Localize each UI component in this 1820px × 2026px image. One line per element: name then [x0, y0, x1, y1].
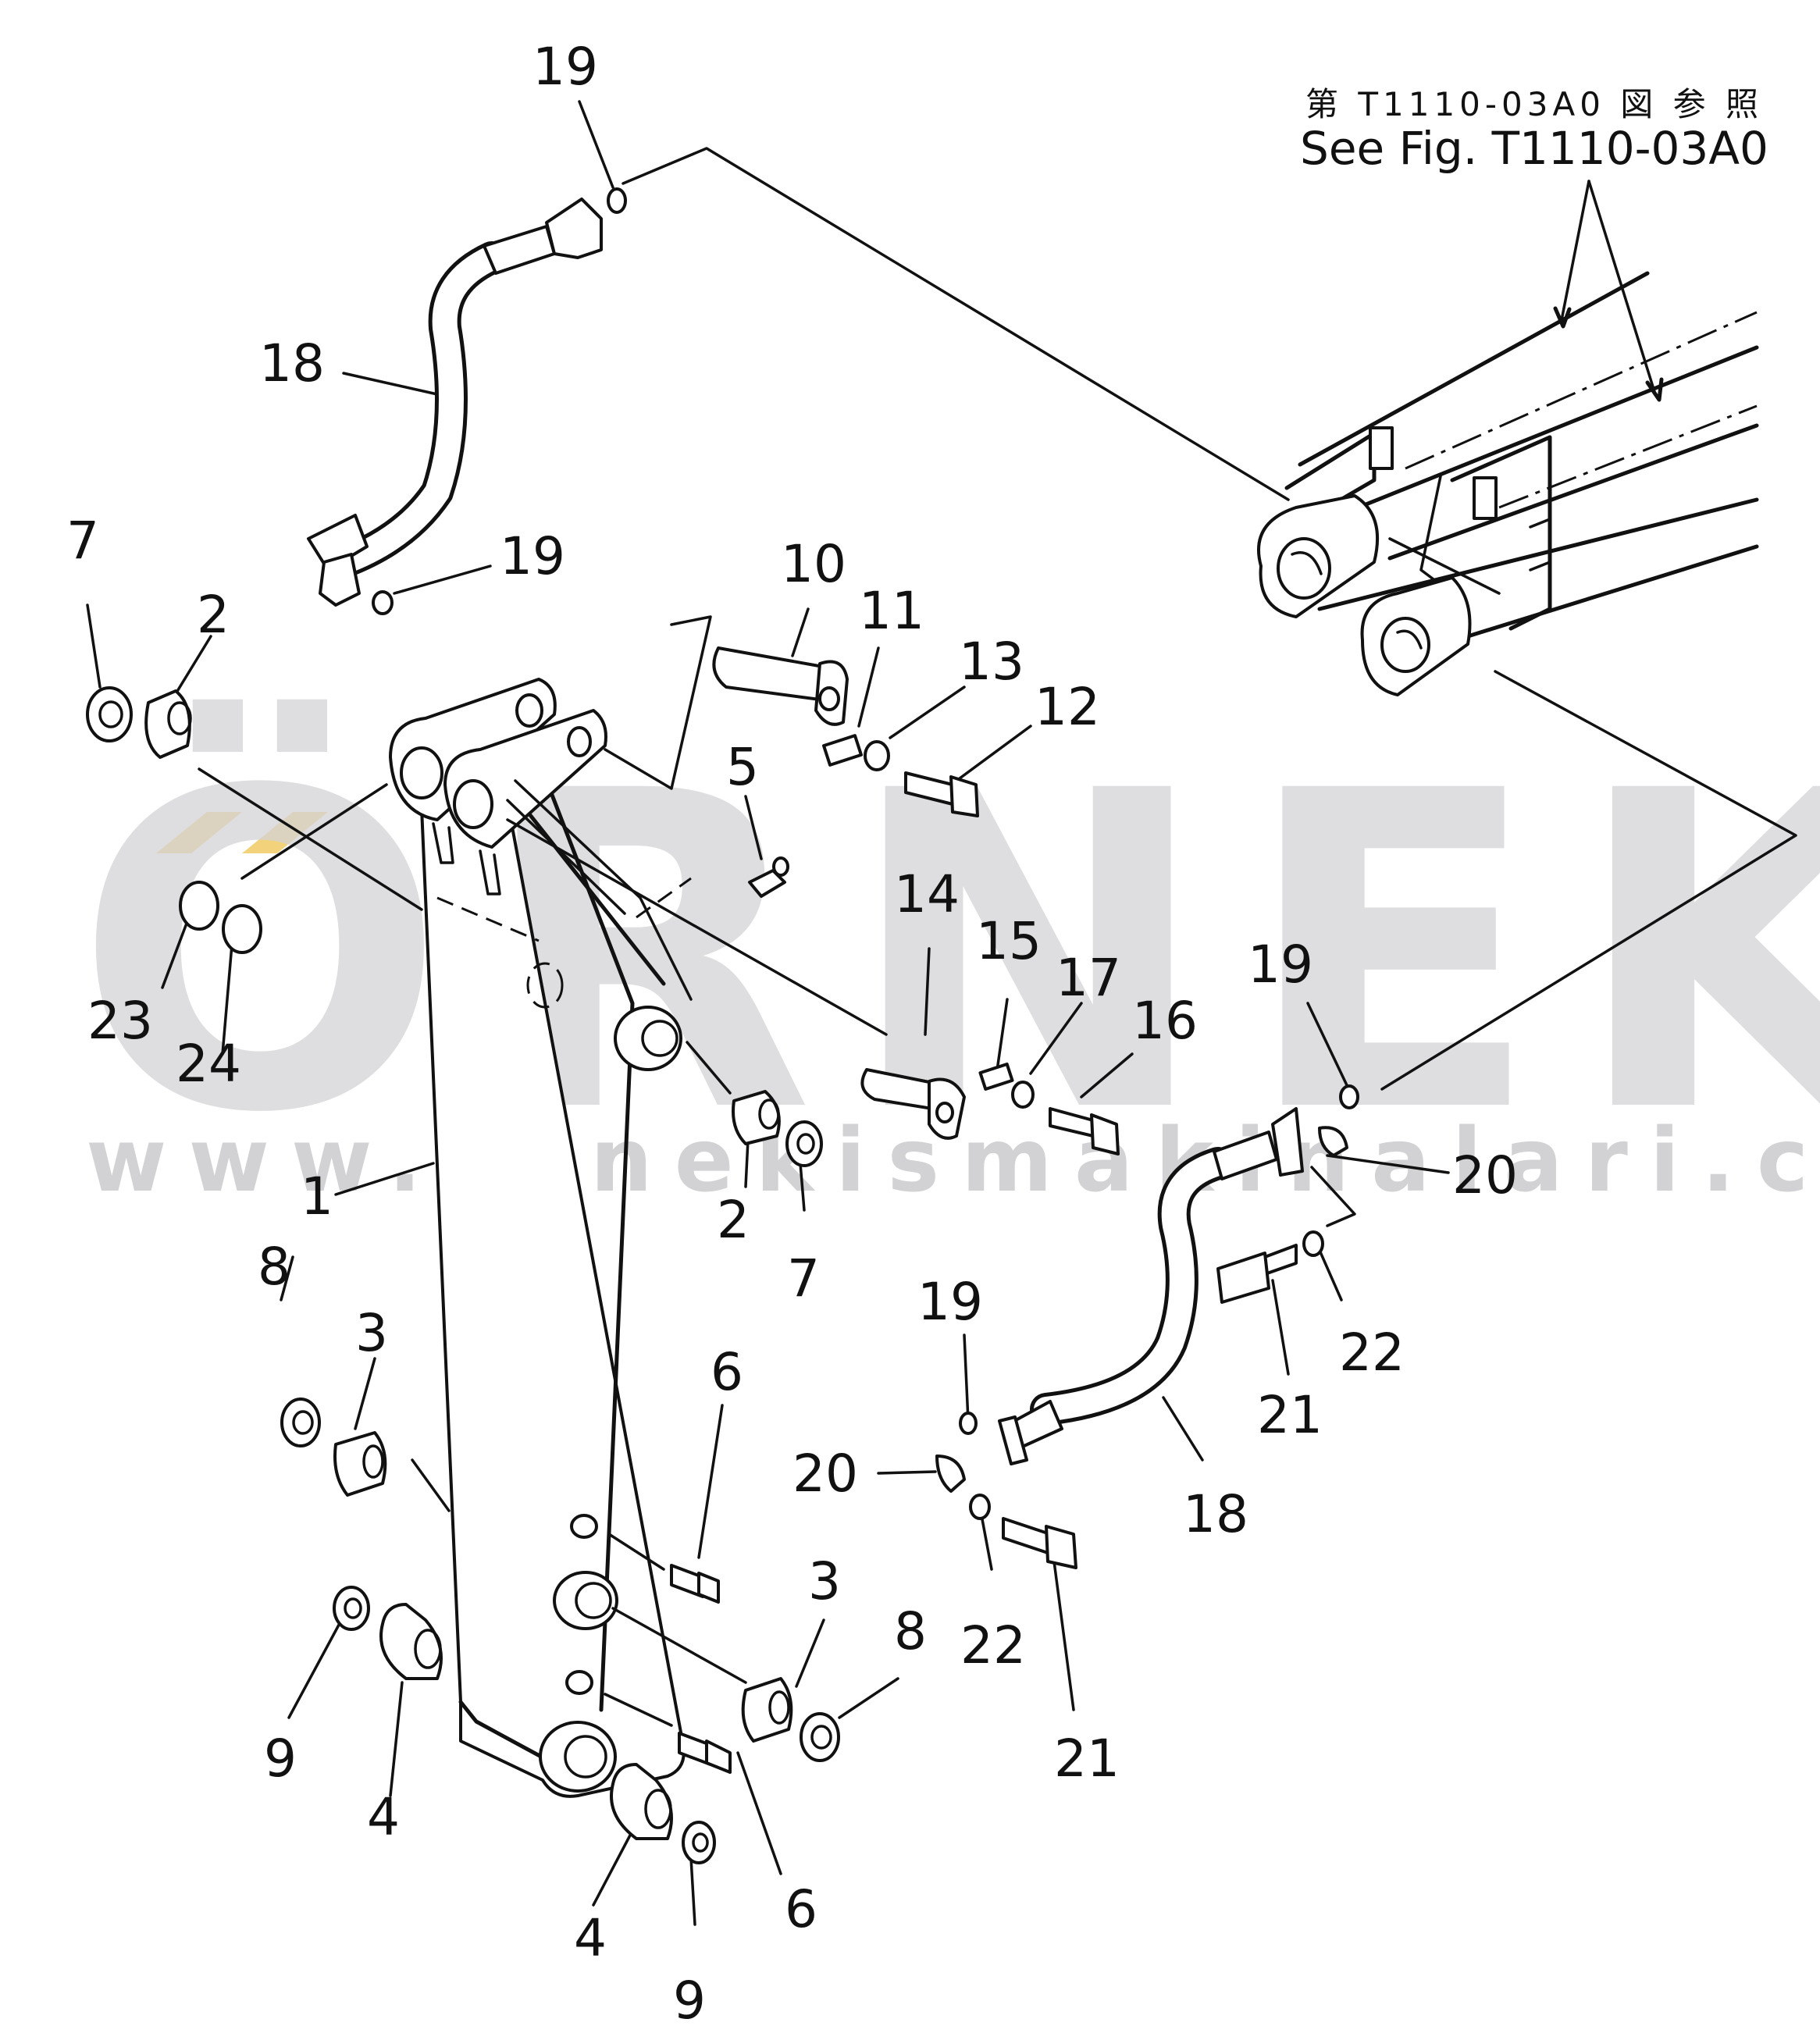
callout-14: 14 [894, 864, 960, 924]
callout-22: 22 [960, 1615, 1026, 1675]
hose-lower-bottom-flange [998, 1415, 1028, 1465]
hose-lower-top-flange [1271, 1107, 1304, 1177]
callout-2: 2 [717, 1190, 750, 1250]
bolt-21-lower [1002, 1517, 1052, 1555]
hose-upper-top-fitting [483, 225, 556, 275]
hose-lower-inner [1034, 1151, 1231, 1422]
spacer-11 [822, 734, 863, 767]
spacer-15 [978, 1062, 1014, 1091]
callout-15: 15 [976, 911, 1042, 971]
callout-16: 16 [1132, 991, 1198, 1051]
callout-8: 8 [894, 1601, 927, 1661]
o-ring-19-right [1339, 1084, 1359, 1109]
reference-japanese: 第 T1110-03A0 図 参 照 [1305, 85, 1763, 123]
arm-body [389, 678, 693, 1798]
bolt-21-upper [1263, 1244, 1298, 1276]
bushing-3-left [333, 1431, 387, 1497]
callout-1: 1 [301, 1166, 333, 1227]
callout-23: 23 [87, 991, 153, 1051]
grease-fitting-5 [748, 869, 786, 898]
callout-9: 9 [673, 1971, 706, 2026]
callout-18: 18 [1183, 1484, 1248, 1544]
hose-upper-bottom-fitting [307, 514, 369, 571]
shim-24 [222, 904, 262, 954]
boom-foot-pin-hole-1 [1277, 537, 1331, 600]
arm-cylinder-boss [614, 1006, 682, 1071]
o-ring-19-upper-left [372, 590, 394, 615]
callout-4: 4 [574, 1908, 607, 1968]
callout-13: 13 [959, 632, 1024, 692]
callout-8: 8 [258, 1237, 290, 1297]
washer-22-lower [969, 1494, 991, 1520]
seal-7-right [785, 1120, 823, 1167]
shim-23 [179, 881, 219, 931]
callout-11: 11 [859, 581, 924, 641]
watermark-accent-right [242, 812, 328, 853]
watermark-accent-left [156, 812, 242, 853]
seal-7-left [86, 686, 133, 742]
callout-22: 22 [1339, 1323, 1405, 1383]
arm-tip-boss [539, 1721, 617, 1793]
arm-lower-boss [553, 1571, 618, 1630]
hose-upper-top-flange [545, 198, 603, 259]
washer-17 [1011, 1081, 1035, 1109]
callout-21: 21 [1257, 1385, 1323, 1445]
callout-10: 10 [781, 534, 846, 594]
seal-8-left [280, 1398, 321, 1447]
callout-18: 18 [259, 333, 325, 393]
o-ring-19-lower [959, 1412, 978, 1435]
callout-17: 17 [1056, 948, 1121, 1008]
seal-9-left [333, 1586, 370, 1631]
callout-24: 24 [176, 1034, 241, 1094]
callout-6: 6 [785, 1879, 817, 1939]
bushing-3-right [741, 1677, 793, 1743]
boom-clamp-1 [1369, 426, 1394, 470]
hose-lower [998, 1107, 1304, 1465]
boom-assembly [1257, 271, 1759, 696]
washer-13 [864, 740, 890, 771]
arm-top-boss-hole-left [400, 746, 443, 799]
callout-20: 20 [792, 1444, 858, 1504]
callout-7: 7 [66, 511, 99, 571]
callout-21: 21 [1054, 1729, 1120, 1789]
callout-19: 19 [1248, 935, 1313, 995]
callout-3: 3 [808, 1551, 841, 1611]
bushing-2-left [144, 689, 191, 759]
split-flange-20-lower [935, 1455, 966, 1493]
hose-upper-inner [331, 245, 504, 575]
seal-8-right [800, 1712, 840, 1762]
bushing-2-right [732, 1090, 781, 1145]
o-ring-19-top [607, 187, 627, 214]
callout-9: 9 [264, 1729, 297, 1789]
seal-9-right [682, 1821, 716, 1864]
assembly-lines [198, 147, 1797, 1727]
callout-19: 19 [532, 37, 598, 97]
callout-12: 12 [1035, 677, 1100, 737]
boom-foot-pin-hole-2 [1380, 617, 1430, 673]
hose-upper-bottom-flange [319, 553, 361, 607]
washer-22-upper [1302, 1230, 1324, 1257]
arm-top-boss-hole-right [453, 779, 493, 829]
callout-5: 5 [726, 737, 759, 797]
arm-grease-seat-lower [565, 1670, 593, 1695]
callout-7: 7 [787, 1248, 820, 1309]
callout-20: 20 [1452, 1145, 1518, 1205]
split-flange-20-upper [1318, 1126, 1348, 1157]
hose-upper [307, 198, 603, 607]
callout-6: 6 [711, 1342, 743, 1402]
arm-grease-seat-upper [570, 1514, 598, 1539]
callout-2: 2 [197, 585, 230, 645]
figure-reference: 第 T1110-03A0 図 参 照 See Fig. T1110-03A0 [1300, 85, 1768, 402]
callout-4: 4 [367, 1787, 400, 1847]
callouts: 19 18 19 7 2 10 11 13 12 5 14 15 17 16 1… [66, 37, 1518, 2026]
boom-clamp-2 [1473, 476, 1498, 520]
callout-19: 19 [500, 526, 565, 586]
callout-19: 19 [917, 1272, 983, 1332]
callout-3: 3 [355, 1303, 388, 1363]
reference-english: See Fig. T1110-03A0 [1300, 122, 1768, 175]
